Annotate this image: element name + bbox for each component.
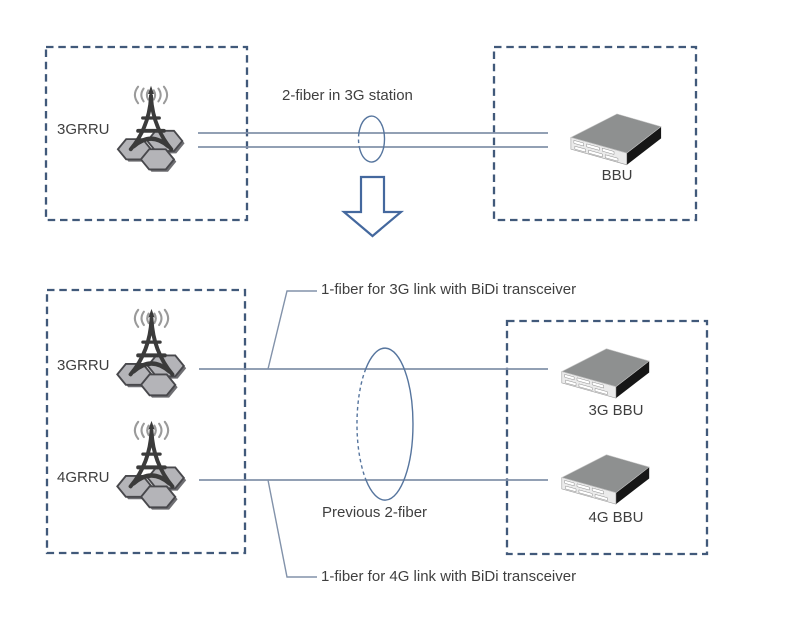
fiber-bundle-ellipse-top-hidden-arc xyxy=(357,132,360,148)
callout-line-4g xyxy=(267,479,317,578)
down-arrow-icon xyxy=(340,175,405,238)
label-3grru: 3GRRU xyxy=(57,357,110,374)
label-1fiber-4g-bidi: 1-fiber for 4G link with BiDi transceive… xyxy=(321,568,577,585)
label-previous-2fiber: Previous 2-fiber xyxy=(322,504,428,521)
label-4g-bbu: 4G BBU xyxy=(588,509,644,526)
label-1fiber-3g-bidi: 1-fiber for 3G link with BiDi transceive… xyxy=(321,281,577,298)
fiber-bundle-ellipse-bottom xyxy=(365,347,414,501)
box-rru-group xyxy=(45,288,247,555)
box-bbu-station xyxy=(492,45,698,222)
fiber-bundle-ellipse-bottom-hidden-arc xyxy=(356,368,367,481)
cell-tower-icon-4grru xyxy=(117,421,186,510)
cell-tower-icon-3grru-top xyxy=(118,86,185,172)
label-4grru: 4GRRU xyxy=(57,469,110,486)
bbu-3g-device-icon xyxy=(561,348,650,399)
fiber-bundle-ellipse-top xyxy=(358,115,386,163)
bbu-4g-device-icon xyxy=(561,454,650,505)
label-3grru-top: 3GRRU xyxy=(57,121,110,138)
box-bbu-group xyxy=(505,319,709,556)
label-3g-bbu: 3G BBU xyxy=(588,402,644,419)
bbu-device-icon xyxy=(570,113,662,166)
label-2fiber-3g-station: 2-fiber in 3G station xyxy=(282,87,413,104)
cell-tower-icon-3grru xyxy=(117,309,186,398)
label-bbu: BBU xyxy=(601,167,633,184)
callout-line-3g xyxy=(267,290,317,370)
